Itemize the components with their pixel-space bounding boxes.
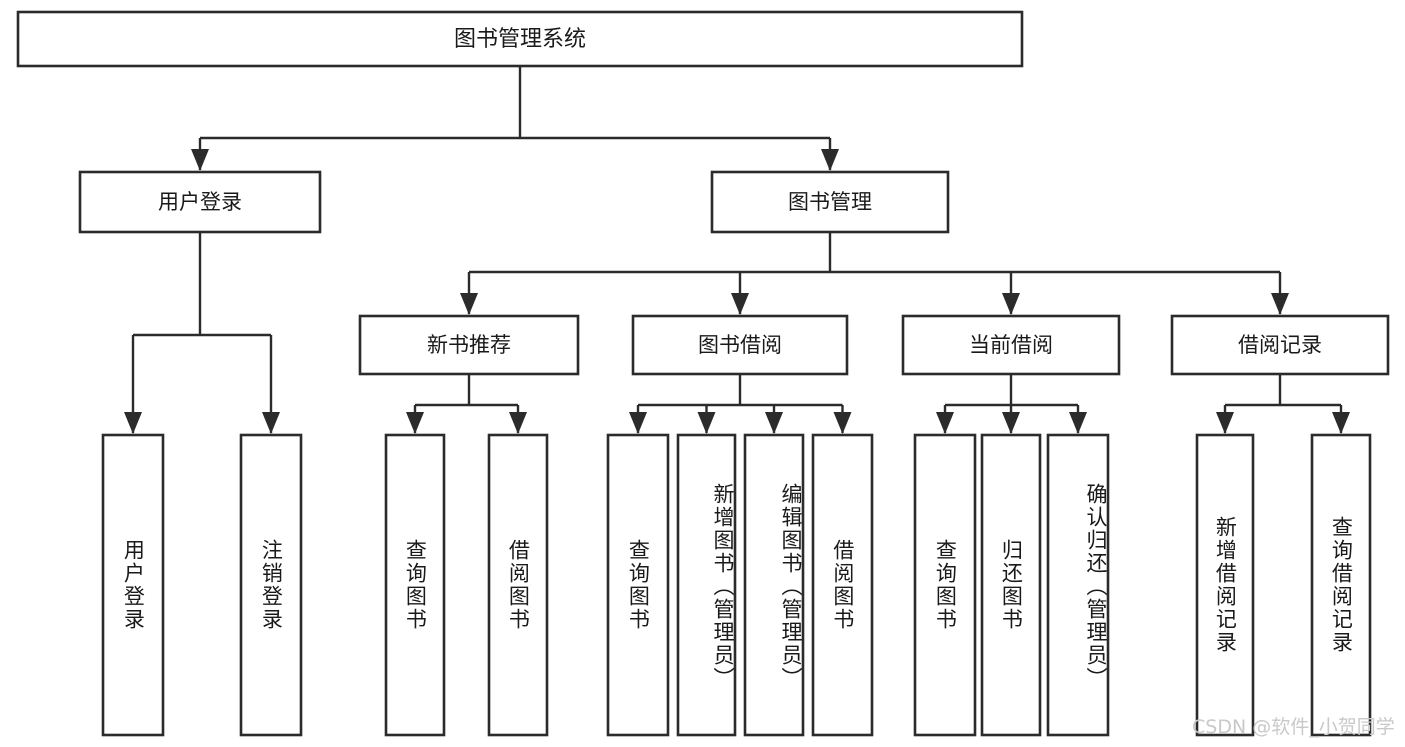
arrow-head-icon	[697, 412, 716, 434]
node-level3-3-rect[interactable]	[1170, 314, 1390, 376]
node-level3-0-label: 新书推荐	[427, 333, 511, 357]
arrow-head-icon	[1332, 412, 1350, 434]
arrow-head-icon	[629, 412, 647, 434]
connector-layer	[124, 66, 1350, 434]
node-level3-2-rect[interactable]	[901, 314, 1121, 376]
node-level2-1-label: 图书管理	[788, 190, 872, 214]
node-level3-1-rect[interactable]	[631, 314, 849, 376]
arrow-head-icon	[1002, 293, 1020, 315]
node-leaf-6[interactable]	[743, 433, 805, 737]
node-root-system-label: 图书管理系统	[454, 27, 586, 52]
arrow-head-icon	[1271, 293, 1289, 315]
node-level2-1-rect[interactable]	[710, 170, 950, 234]
node-leaf-1[interactable]	[239, 433, 303, 737]
node-level3-1[interactable]: 图书借阅	[631, 314, 849, 376]
node-level2-1[interactable]: 图书管理	[710, 170, 950, 234]
node-level3-3[interactable]: 借阅记录	[1170, 314, 1390, 376]
arrow-head-icon	[262, 412, 280, 434]
arrow-head-icon	[509, 412, 527, 434]
node-leaf-4[interactable]	[606, 433, 670, 737]
arrow-head-icon	[1069, 412, 1087, 434]
node-level2-0-label: 用户登录	[158, 190, 242, 214]
node-level2-0-rect[interactable]	[78, 170, 322, 234]
node-level3-0[interactable]: 新书推荐	[358, 314, 580, 376]
arrow-head-icon	[406, 412, 424, 434]
node-leaf-3[interactable]	[487, 433, 549, 737]
node-leaf-9[interactable]	[980, 433, 1042, 737]
arrow-head-icon	[833, 412, 852, 434]
node-level3-2-label: 当前借阅	[969, 333, 1053, 357]
node-leaf-5[interactable]	[676, 433, 737, 737]
node-level3-2[interactable]: 当前借阅	[901, 314, 1121, 376]
node-leaf-8[interactable]	[913, 433, 977, 737]
node-level2-0[interactable]: 用户登录	[78, 170, 322, 234]
node-leaf-10[interactable]	[1046, 433, 1110, 737]
arrow-head-icon	[1216, 412, 1234, 434]
arrow-head-icon	[936, 412, 954, 434]
node-leaf-7[interactable]	[811, 433, 874, 737]
node-leaf-2[interactable]	[384, 433, 446, 737]
node-level3-1-label: 图书借阅	[698, 333, 782, 357]
node-root-system[interactable]: 图书管理系统	[16, 10, 1024, 68]
arrow-head-icon	[731, 293, 749, 315]
arrow-head-icon	[460, 293, 478, 315]
node-leaf-12[interactable]	[1310, 433, 1372, 737]
node-root-system-rect[interactable]	[16, 10, 1024, 68]
node-leaf-0[interactable]	[101, 433, 165, 737]
node-level3-3-label: 借阅记录	[1238, 333, 1322, 357]
node-leaf-11[interactable]	[1195, 433, 1255, 737]
node-level3-0-rect[interactable]	[358, 314, 580, 376]
arrow-head-icon	[821, 149, 839, 171]
arrow-head-icon	[1002, 412, 1020, 434]
arrow-head-icon	[191, 149, 209, 171]
arrow-head-icon	[765, 412, 783, 434]
arrow-head-icon	[124, 412, 142, 434]
